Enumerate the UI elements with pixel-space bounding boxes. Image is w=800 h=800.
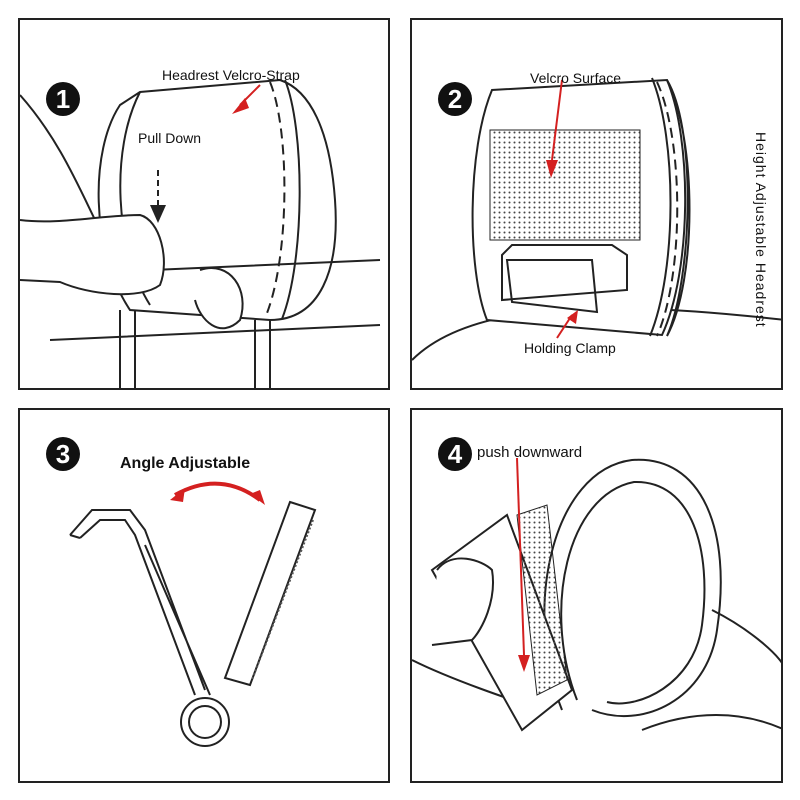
- step-3-panel: 3 Angle Adjustable: [18, 408, 390, 783]
- step-2-illustration: [412, 77, 781, 361]
- step-1-illustration: [20, 78, 381, 388]
- velcro-strap-label: Headrest Velcro-Strap: [162, 67, 300, 83]
- height-adjustable-label: Height Adjustable Headrest: [753, 132, 769, 328]
- pull-down-label: Pull Down: [138, 130, 202, 146]
- step-2-panel: 2 Velcro Surface Holding Clamp Height Ad…: [410, 18, 783, 390]
- step-1-panel: 1 Headrest Velcro-Strap Pull Down: [18, 18, 390, 390]
- step-4-illustration: [412, 457, 781, 732]
- step-number-badge: 2: [438, 82, 472, 116]
- step-number-badge: 4: [438, 437, 472, 471]
- push-downward-label: push downward: [477, 444, 583, 461]
- step-4-panel: 4 push downward: [410, 408, 783, 783]
- velcro-surface-label: Velcro Surface: [530, 70, 622, 86]
- angle-adjustable-label: Angle Adjustable: [120, 455, 251, 472]
- step-number-badge: 1: [46, 82, 80, 116]
- step-3-illustration: [69, 481, 317, 747]
- step-number-badge: 3: [46, 437, 80, 471]
- holding-clamp-label: Holding Clamp: [524, 340, 616, 356]
